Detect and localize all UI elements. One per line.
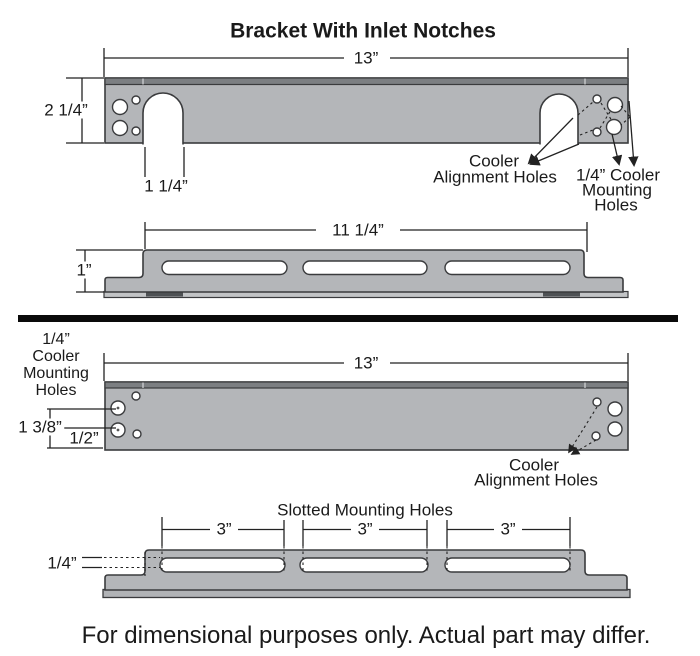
alignment-hole — [131, 95, 141, 105]
mounting-hole — [606, 96, 624, 114]
bracket-top-edge — [104, 381, 629, 389]
alignment-hole — [591, 431, 601, 441]
dim-label-3-b: 3” — [354, 520, 376, 538]
view2-profile — [103, 249, 629, 299]
dim-label-notch-1-1-4: 1 1/4” — [144, 176, 188, 196]
bracket-body — [104, 381, 629, 451]
alignment-hole — [592, 127, 602, 137]
leader-alignment — [568, 406, 598, 454]
view4-profile — [102, 549, 631, 599]
alignment-hole — [132, 429, 142, 439]
slot — [159, 557, 286, 573]
dim-label-height-2-1-4: 2 1/4” — [41, 101, 91, 119]
hole-center-mark — [116, 428, 120, 432]
alignment-hole — [592, 94, 602, 104]
mounting-holes-callout-line3: Mounting — [23, 365, 89, 382]
mounting-hole — [607, 421, 623, 437]
dim-label-3-c: 3” — [497, 520, 519, 538]
notch-shadow — [543, 292, 580, 297]
view1-dimensions — [66, 48, 639, 177]
mounting-holes-label-line3: Holes — [594, 195, 638, 215]
slot — [444, 260, 571, 276]
notch-shadow — [146, 292, 183, 297]
mounting-holes-label-line1: 1/4” Cooler — [575, 165, 661, 185]
view4-dimensions — [82, 517, 571, 576]
slot — [302, 260, 428, 276]
dim-label-height-1: 1” — [73, 261, 95, 279]
mounting-hole — [605, 118, 623, 136]
alignment-holes-label-b-line1: Cooler — [508, 455, 560, 475]
dim-label-1-4-thickness: 1/4” — [47, 553, 77, 573]
mounting-holes-callout-line4: Holes — [35, 382, 77, 399]
mounting-hole — [607, 401, 623, 417]
inlet-notch-left — [142, 92, 184, 145]
slotted-mounting-holes-label: Slotted Mounting Holes — [277, 500, 453, 520]
view3-dimensions — [47, 353, 629, 455]
leader-mounting — [611, 133, 623, 166]
section-divider — [18, 315, 678, 322]
dim-label-1-2: 1/2” — [69, 428, 99, 448]
view1-bracket-with-notches — [104, 77, 629, 145]
leader-alignment — [529, 143, 580, 166]
leader-alignment — [527, 117, 574, 165]
view3-bracket-plain — [104, 381, 629, 451]
dim-label-width-13: 13” — [350, 49, 382, 67]
alignment-holes-label-line2: Alignment Holes — [433, 167, 557, 187]
alignment-holes-label-b-line2: Alignment Holes — [474, 470, 598, 490]
disclaimer-caption: For dimensional purposes only. Actual pa… — [81, 622, 651, 649]
mounting-holes-callout-line2: Cooler — [32, 348, 80, 365]
dotted-hole-references — [577, 101, 631, 136]
slot — [299, 557, 429, 573]
inlet-notch-right — [539, 93, 579, 145]
dim-label-width-13-b: 13” — [350, 354, 382, 372]
alignment-holes-label-line1: Cooler — [468, 151, 520, 171]
mounting-hole — [111, 98, 129, 116]
alignment-hole — [592, 397, 602, 407]
dim-label-1-3-8: 1 3/8” — [15, 418, 65, 436]
dim-label-3-a: 3” — [213, 520, 235, 538]
alignment-hole — [131, 391, 141, 401]
dotted-extensions — [104, 546, 571, 576]
dim-label-width-11-1-4: 11 1/4” — [329, 221, 387, 239]
leader-alignment — [570, 439, 597, 455]
leader-mounting — [628, 100, 639, 167]
alignment-hole — [131, 126, 141, 136]
mounting-holes-callout-line1: 1/4” — [42, 331, 70, 348]
diagram-title: Bracket With Inlet Notches — [230, 19, 496, 43]
hole-center-mark — [116, 406, 120, 410]
slot — [161, 260, 288, 276]
bracket-top-edge — [104, 77, 629, 86]
slot — [444, 557, 571, 573]
mounting-holes-label-line2: Mounting — [582, 180, 652, 200]
mounting-hole — [111, 119, 129, 137]
